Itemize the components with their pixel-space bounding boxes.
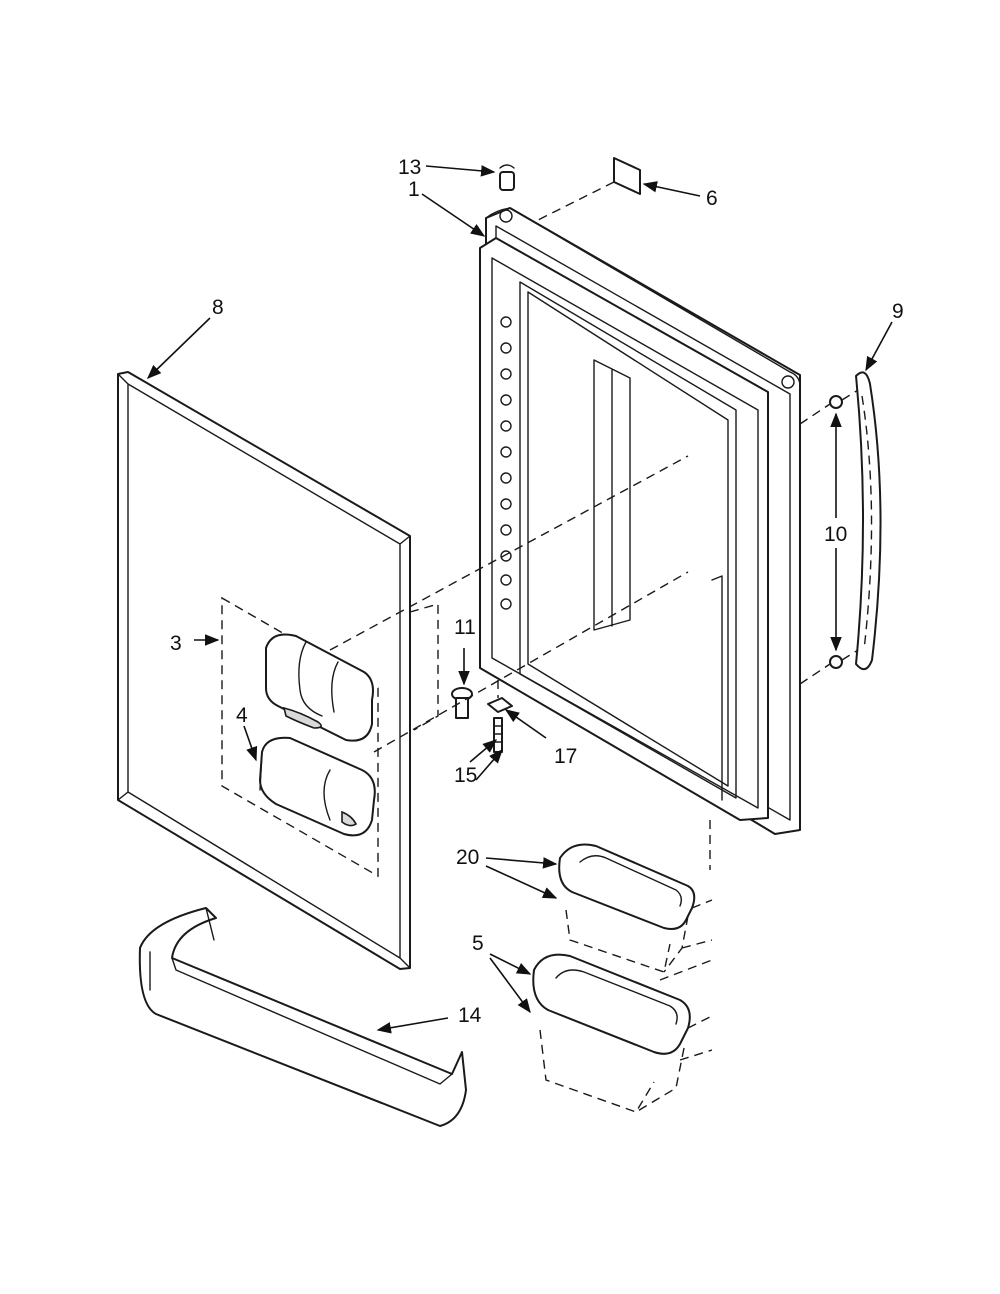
hinge-pin-part — [451, 687, 473, 719]
arrow-15a — [469, 739, 498, 763]
callout-13: 13 — [398, 156, 421, 179]
arrow-13 — [425, 165, 496, 177]
arrow-17 — [504, 709, 547, 739]
callout-6: 6 — [706, 187, 718, 210]
callout-11: 11 — [454, 616, 476, 639]
door-shelf-bin — [138, 907, 467, 1127]
arrow-8 — [146, 317, 211, 380]
arrow-5b — [489, 957, 531, 1014]
door-outer-panel — [117, 371, 411, 970]
door-bin-small — [558, 843, 713, 973]
door-inner-liner — [479, 207, 801, 835]
callout-1: 1 — [408, 178, 420, 201]
arrow-4 — [243, 725, 258, 762]
callout-14: 14 — [458, 1004, 482, 1027]
callout-3: 3 — [170, 632, 182, 655]
callout-17: 17 — [554, 745, 577, 768]
label-dash-line — [533, 181, 615, 223]
arrow-14 — [376, 1017, 449, 1034]
callout-10: 10 — [824, 523, 847, 546]
handle-screw-top — [829, 395, 843, 409]
label-part — [613, 157, 641, 195]
bracket-part — [487, 697, 513, 713]
arrow-9 — [865, 321, 893, 372]
arrow-1 — [421, 193, 486, 237]
arrow-20b — [485, 865, 558, 899]
callout-20: 20 — [456, 846, 479, 869]
callout-15: 15 — [454, 764, 477, 787]
callout-4: 4 — [236, 704, 248, 727]
arrow-20a — [485, 857, 558, 869]
arrow-15b — [475, 748, 503, 781]
dispenser-tray-lower — [259, 736, 376, 837]
arrow-6 — [642, 181, 701, 197]
plug-part — [499, 164, 515, 191]
arrow-5a — [489, 953, 532, 975]
screw-part — [493, 717, 503, 753]
callout-5: 5 — [472, 932, 484, 955]
door-handle — [855, 371, 882, 671]
dispenser-housing-upper — [265, 633, 374, 742]
handle-screw-bottom — [829, 655, 843, 669]
door-bin-large — [532, 953, 713, 1113]
callout-9: 9 — [892, 300, 904, 323]
callout-8: 8 — [212, 296, 224, 319]
